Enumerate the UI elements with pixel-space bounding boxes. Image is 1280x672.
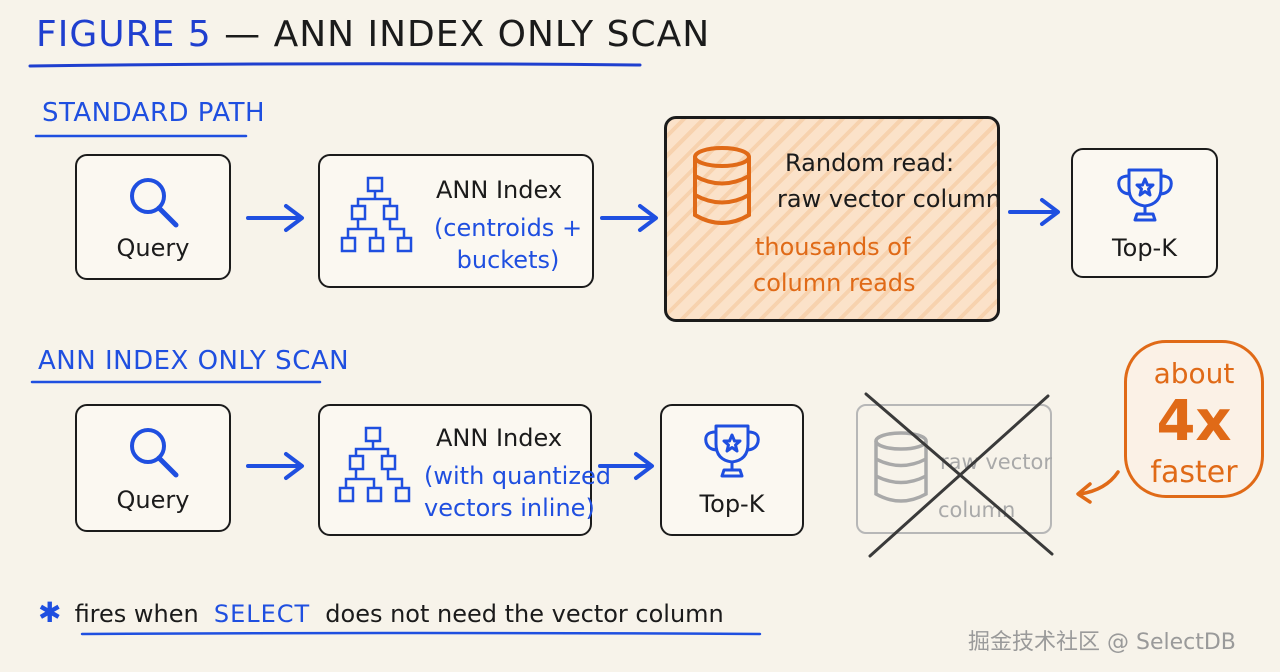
only-scan-label: ANN Index Only Scan (38, 346, 350, 376)
speedup-line1: about (1153, 357, 1235, 390)
footnote-pre: fires when (74, 600, 199, 628)
only-scan-ann-index-line1: (with quantized (424, 462, 611, 490)
skipped-line1: raw vector (940, 450, 1052, 474)
only-scan-topk-label: Top-K (699, 490, 765, 518)
figure-title: Figure 5 — ANN Index Only Scan (36, 14, 710, 55)
watermark: 掘金技术社区 @ SelectDB (968, 630, 1236, 655)
tree-icon (338, 426, 411, 503)
only-scan-underline (30, 380, 322, 384)
random-read-note-line1: thousands of (755, 233, 911, 261)
random-read-note-line2: column reads (753, 269, 916, 297)
speedup-line3: faster (1150, 455, 1238, 490)
asterisk-icon: ✱ (38, 596, 62, 629)
random-read-box: Random read: raw vector column thousands… (664, 116, 1001, 322)
arrow-right-icon (1008, 198, 1060, 226)
speedup-line2: 4x (1156, 389, 1232, 454)
only-scan-query-box: Query (75, 404, 231, 532)
footnote-underline (80, 631, 762, 636)
speedup-badge: about 4x faster (1124, 340, 1264, 498)
cross-out-icon (864, 392, 1054, 558)
standard-ann-index-line1: (centroids + (433, 214, 583, 242)
standard-ann-index-line2: buckets) (456, 246, 560, 274)
tree-icon (340, 176, 413, 253)
only-scan-ann-index-title: ANN Index (436, 424, 563, 452)
figure-title-rest: ANN Index Only Scan (273, 14, 711, 55)
magnifier-icon (130, 428, 179, 478)
footnote-keyword: SELECT (213, 600, 311, 628)
trophy-icon (704, 424, 760, 478)
standard-path-underline (34, 134, 248, 138)
figure-title-dash: — (211, 14, 274, 55)
arrow-right-icon (600, 204, 658, 232)
standard-ann-index-title: ANN Index (436, 176, 563, 204)
standard-query-box: Query (75, 154, 231, 280)
curved-arrow-icon (1076, 470, 1120, 504)
arrow-right-icon (246, 452, 304, 480)
random-read-line2: raw vector column (777, 185, 1001, 213)
standard-topk-box: Top-K (1071, 148, 1218, 278)
arrow-right-icon (598, 452, 654, 480)
footnote-post: does not need the vector column (325, 600, 724, 628)
footnote: ✱ fires when SELECT does not need the ve… (38, 596, 724, 629)
only-scan-ann-index-box: ANN Index (with quantized vectors inline… (318, 404, 611, 536)
figure-title-prefix: Figure 5 (36, 14, 212, 55)
only-scan-topk-box: Top-K (660, 404, 804, 536)
arrow-right-icon (246, 204, 304, 232)
standard-ann-index-box: ANN Index (centroids + buckets) (318, 154, 594, 288)
trophy-icon (1117, 168, 1173, 222)
standard-path-label: Standard Path (42, 98, 266, 128)
only-scan-query-label: Query (116, 486, 190, 514)
title-underline (28, 62, 642, 68)
only-scan-ann-index-line2: vectors inline) (424, 494, 595, 522)
standard-query-label: Query (116, 234, 190, 262)
database-icon (693, 146, 751, 225)
database-icon (874, 431, 928, 503)
magnifier-icon (130, 178, 179, 228)
random-read-line1: Random read: (785, 149, 955, 177)
standard-topk-label: Top-K (1112, 234, 1177, 262)
